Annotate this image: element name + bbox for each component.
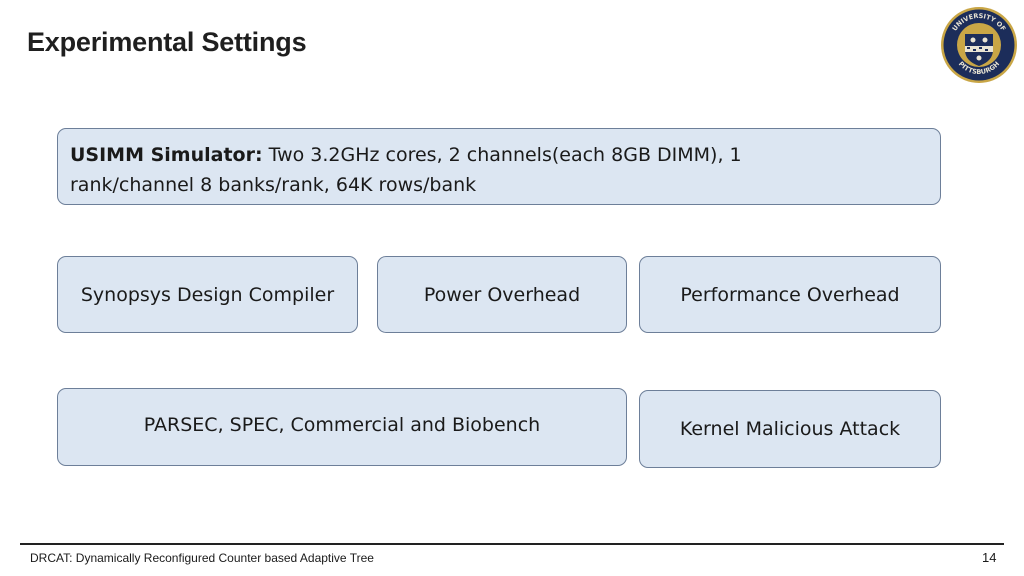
usimm-text-line1: Two 3.2GHz cores, 2 channels(each 8GB DI… bbox=[262, 144, 742, 166]
performance-overhead-label: Performance Overhead bbox=[680, 283, 900, 306]
benchmarks-label: PARSEC, SPEC, Commercial and Biobench bbox=[143, 414, 541, 436]
synopsys-label: Synopsys Design Compiler bbox=[80, 283, 335, 306]
performance-overhead-box: Performance Overhead bbox=[639, 256, 941, 333]
usimm-label: USIMM Simulator: bbox=[70, 144, 263, 166]
slide-title: Experimental Settings bbox=[27, 27, 307, 57]
usimm-text-line2: rank/channel 8 banks/rank, 64K rows/bank bbox=[70, 174, 477, 196]
kernel-attack-box: Kernel Malicious Attack bbox=[639, 390, 941, 468]
synopsys-box: Synopsys Design Compiler bbox=[57, 256, 358, 333]
usimm-simulator-box: USIMM Simulator: Two 3.2GHz cores, 2 cha… bbox=[57, 128, 941, 205]
footer-divider bbox=[20, 543, 1004, 545]
page-number: 14 bbox=[982, 550, 997, 565]
power-overhead-label: Power Overhead bbox=[423, 283, 581, 306]
university-seal-logo: UNIVERSITY OF PITTSBURGH bbox=[941, 7, 1017, 83]
kernel-attack-label: Kernel Malicious Attack bbox=[679, 418, 901, 440]
footer-text: DRCAT: Dynamically Reconfigured Counter … bbox=[30, 551, 374, 565]
power-overhead-box: Power Overhead bbox=[377, 256, 627, 333]
benchmarks-box: PARSEC, SPEC, Commercial and Biobench bbox=[57, 388, 627, 466]
